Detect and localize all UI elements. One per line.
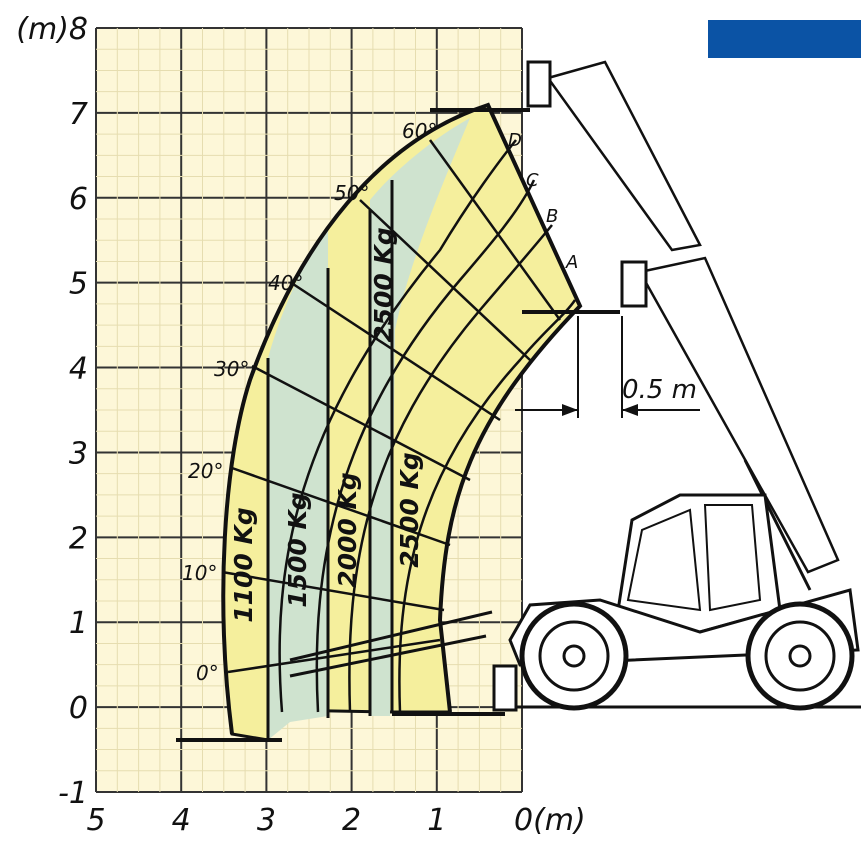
- dimension-marker: 0.5 m: [515, 316, 700, 418]
- extension-arc-3: [348, 224, 553, 713]
- x-tick-label: 5: [86, 803, 105, 838]
- boom-line-lower: [289, 634, 487, 678]
- y-tick-label: 6: [69, 182, 88, 217]
- angle-label: 0°: [196, 661, 219, 685]
- dimension-label: 0.5 m: [622, 375, 697, 405]
- load-zone-label: 1100 Kg: [229, 507, 258, 623]
- angle-label: 50°: [334, 181, 369, 205]
- carriage-mid: [620, 260, 648, 308]
- y-tick-label: 4: [69, 352, 88, 387]
- load-zone-label: 2500 Kg: [369, 227, 398, 343]
- x-tick-label: 0(m): [514, 803, 586, 838]
- angle-line-20: [231, 466, 451, 547]
- x-axis-ticks: 5 4 3 2 1 0(m): [86, 803, 585, 838]
- angle-lines: [221, 139, 562, 674]
- boom-lines: [176, 108, 620, 742]
- extension-letters: A BCD: [508, 130, 578, 273]
- extension-arc-4: [398, 299, 577, 713]
- dimension-arrowhead-right: [622, 404, 638, 416]
- angle-line-40: [289, 280, 501, 422]
- y-tick-label: 1: [69, 606, 88, 641]
- extension-letter: A: [565, 252, 578, 273]
- boom-line-upper: [289, 610, 493, 662]
- y-tick-label: 5: [69, 267, 88, 302]
- load-zones: [221, 102, 583, 742]
- dimension-arrowhead-left: [562, 404, 578, 416]
- extension-letter: D: [508, 130, 522, 151]
- zone-1500kg: [268, 226, 328, 740]
- envelope-outline: [221, 102, 583, 735]
- x-tick-label: 4: [172, 803, 191, 838]
- cab-window: [626, 508, 702, 612]
- boom-raised: [545, 60, 702, 252]
- y-axis-ticks: -1 0 1 2 3 4 5 6 7 (m)8: [16, 12, 88, 811]
- angle-label: 40°: [268, 271, 303, 295]
- load-zone-label: 2500 Kg: [395, 452, 424, 568]
- angle-line-50: [359, 199, 531, 361]
- front-wheel-center: [562, 644, 586, 668]
- angle-label: 10°: [182, 561, 217, 585]
- extension-letter: B: [546, 206, 558, 227]
- carriage-top: [526, 60, 552, 108]
- y-tick-label: 2: [69, 521, 88, 556]
- y-tick-label: (m)8: [16, 12, 88, 47]
- angle-line-0: [227, 638, 441, 674]
- y-tick-label: -1: [58, 776, 88, 811]
- x-tick-label: 1: [427, 803, 446, 838]
- x-tick-label: 3: [257, 803, 276, 838]
- y-tick-label: 7: [69, 97, 88, 132]
- boom-cylinder: [743, 459, 812, 591]
- angle-labels: 0° 10° 20° 30° 40° 50° 60°: [182, 119, 437, 685]
- angle-line-30: [251, 364, 471, 482]
- y-tick-label: 0: [69, 691, 88, 726]
- telehandler-drawing: [492, 60, 861, 712]
- y-tick-label: 3: [69, 436, 88, 471]
- rear-wheel-center: [788, 644, 812, 668]
- zone-2500kg: [370, 118, 470, 716]
- load-labels: 1100 Kg 1500 Kg 2000 Kg 2500 Kg 2500 Kg: [229, 227, 424, 623]
- load-zone-label: 2000 Kg: [333, 472, 362, 588]
- cab-door: [703, 504, 762, 612]
- angle-label: 60°: [402, 119, 437, 143]
- x-tick-label: 2: [342, 803, 361, 838]
- angle-line-10: [221, 570, 445, 612]
- angle-label: 20°: [188, 459, 223, 483]
- extension-letter: C: [526, 170, 539, 191]
- load-zone-label: 1500 Kg: [283, 492, 312, 608]
- angle-line-60: [428, 139, 562, 321]
- brand-bar: [708, 20, 861, 58]
- extension-arc-1: [278, 139, 517, 713]
- angle-label: 30°: [214, 357, 249, 381]
- front-carriage: [492, 664, 518, 712]
